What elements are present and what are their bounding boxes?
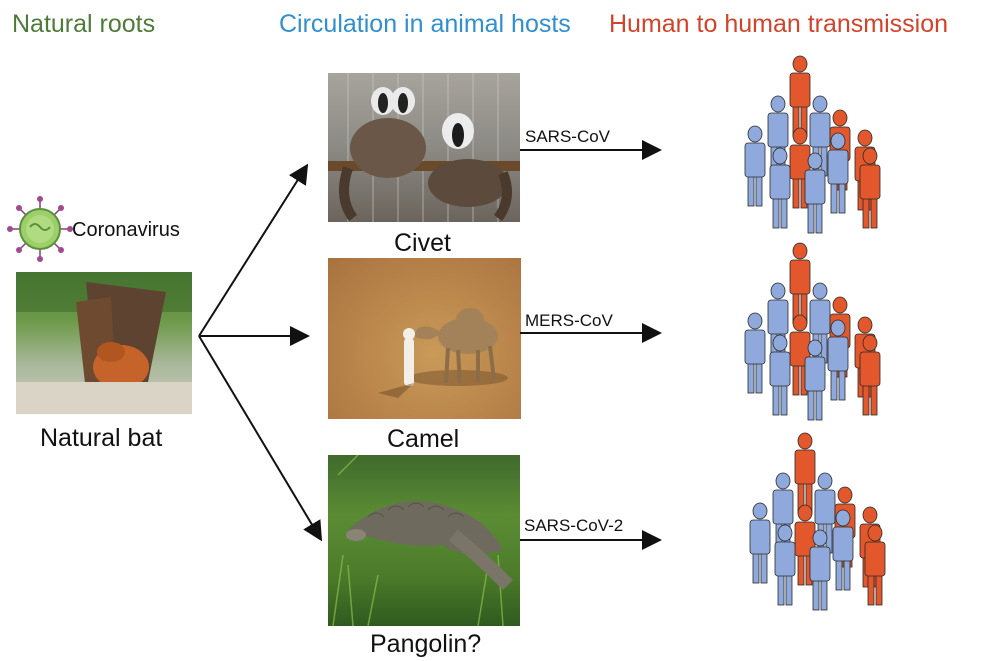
human-crowd-3 bbox=[735, 425, 905, 635]
bat-illustration bbox=[16, 272, 192, 414]
person-icon bbox=[790, 56, 810, 136]
header-natural-roots: Natural roots bbox=[12, 10, 155, 39]
pangolin-illustration bbox=[328, 455, 520, 626]
pangolin-photo bbox=[328, 455, 520, 626]
person-icon bbox=[745, 313, 765, 393]
human-crowd-2 bbox=[730, 235, 900, 435]
human-crowd-1 bbox=[730, 48, 900, 248]
bat-photo bbox=[16, 272, 192, 414]
bat-caption: Natural bat bbox=[40, 424, 162, 453]
camel-caption: Camel bbox=[387, 425, 459, 454]
person-icon bbox=[750, 503, 770, 583]
virus-label-sars2: SARS-CoV-2 bbox=[524, 516, 623, 536]
virus-label-sars: SARS-CoV bbox=[525, 127, 610, 147]
arrow-to-civet bbox=[199, 167, 306, 336]
header-circulation: Circulation in animal hosts bbox=[279, 10, 571, 39]
civet-caption: Civet bbox=[394, 229, 451, 258]
person-icon bbox=[745, 126, 765, 206]
header-human-transmission: Human to human transmission bbox=[609, 10, 948, 39]
person-icon bbox=[790, 243, 810, 323]
camel-photo bbox=[328, 258, 521, 419]
camel-illustration bbox=[328, 258, 521, 419]
arrow-to-pangolin bbox=[199, 336, 320, 538]
pangolin-caption: Pangolin? bbox=[370, 630, 481, 659]
virus-label-mers: MERS-CoV bbox=[525, 311, 613, 331]
person-icon bbox=[795, 433, 815, 513]
civet-illustration bbox=[328, 73, 520, 222]
civet-photo bbox=[328, 73, 520, 222]
coronavirus-label: Coronavirus bbox=[72, 219, 180, 242]
